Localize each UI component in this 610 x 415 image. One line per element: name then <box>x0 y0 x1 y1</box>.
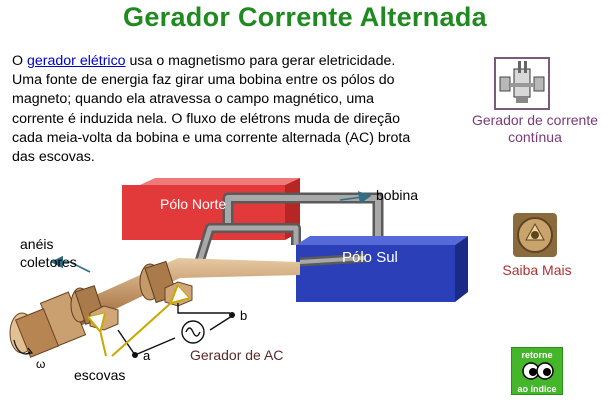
intro-body: usa o magnetismo para gerar eletricidade… <box>12 53 411 166</box>
polo-sul-label: Pólo Sul <box>342 249 398 266</box>
dc-generator-link[interactable]: Gerador de corrente contínua <box>471 112 599 145</box>
aneis-arrow <box>50 255 91 273</box>
saiba-mais-link[interactable]: Saiba Mais <box>502 262 572 278</box>
aneis-label-line1: anéis <box>20 236 53 252</box>
intro-paragraph: O gerador elétrico usa o magnetismo para… <box>12 52 412 167</box>
rotation-arrow-icon <box>13 339 31 355</box>
shaft <box>9 258 300 358</box>
escova-arrow-1 <box>100 330 107 357</box>
dc-generator-icon <box>499 61 545 103</box>
polo-norte-label: Pólo Norte <box>160 196 226 212</box>
circuit-wires <box>117 303 233 356</box>
ac-source-symbol <box>181 320 205 344</box>
escovas-label: escovas <box>74 367 125 383</box>
retorne-top-label: retorne <box>521 350 553 360</box>
aneis-coletores <box>70 260 178 325</box>
aneis-label-line2: coletores <box>20 254 77 270</box>
saiba-mais-icon[interactable] <box>512 212 558 258</box>
dc-generator-thumbnail[interactable] <box>494 57 550 110</box>
eyes-icon <box>522 362 554 380</box>
escovas-brushes <box>89 281 193 331</box>
terminal-a-label: a <box>143 348 151 363</box>
intro-prefix: O <box>12 53 27 69</box>
retorne-indice-button[interactable]: retorne ao índice <box>511 347 563 395</box>
terminal-a-dot <box>132 352 138 358</box>
gerador-eletrico-link[interactable]: gerador elétrico <box>26 53 126 69</box>
polo-sul-magnet <box>296 236 468 302</box>
bobina-arrow <box>339 191 372 204</box>
bobina-coil <box>195 192 392 262</box>
escova-arrow-2 <box>111 302 172 357</box>
terminal-b-dot <box>229 312 235 318</box>
omega-label: ω <box>36 357 45 371</box>
retorne-bottom-label: ao índice <box>517 384 557 394</box>
polo-norte-magnet <box>122 178 300 240</box>
bobina-label: bobina <box>376 187 418 203</box>
gerador-ac-label: Gerador de AC <box>190 347 283 363</box>
sine-wave-icon <box>185 327 201 337</box>
terminal-b-label: b <box>240 308 247 323</box>
page-title: Gerador Corrente Alternada <box>123 2 487 32</box>
